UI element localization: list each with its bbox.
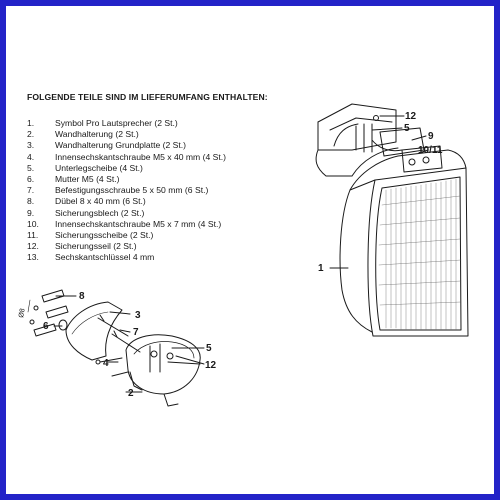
wall-mount-illustration bbox=[27, 289, 201, 407]
list-item: 13.Sechskantschlüssel 4 mm bbox=[27, 252, 155, 263]
speaker-illustration bbox=[315, 103, 469, 337]
callout-label: 5 bbox=[404, 123, 410, 134]
callout-label: 12 bbox=[405, 111, 417, 122]
list-item: 12.Sicherungsseil (2 St.) bbox=[27, 241, 137, 252]
callout-label: 10/11 bbox=[418, 145, 443, 156]
callout-label: 4 bbox=[103, 358, 109, 369]
list-item: 10.Innensechskantschraube M5 x 7 mm (4 S… bbox=[27, 218, 222, 229]
list-item: 6.Mutter M5 (4 St.) bbox=[27, 174, 120, 185]
callout-label: 6 bbox=[43, 321, 49, 332]
list-item: 7.Befestigungsschraube 5 x 50 mm (6 St.) bbox=[27, 185, 209, 196]
list-item: 8.Dübel 8 x 40 mm (6 St.) bbox=[27, 196, 146, 207]
parts-heading: FOLGENDE TEILE SIND IM LIEFERUMFANG ENTH… bbox=[27, 92, 268, 102]
callout-label: 7 bbox=[133, 327, 139, 338]
list-item: 11.Sicherungsscheibe (2 St.) bbox=[27, 230, 154, 241]
list-item: 1.Symbol Pro Lautsprecher (2 St.) bbox=[27, 118, 178, 128]
dimension-label: Ø8 bbox=[18, 308, 27, 319]
list-item: 2.Wandhalterung (2 St.) bbox=[27, 129, 139, 140]
callout-label: 9 bbox=[428, 131, 434, 142]
callout-label: 5 bbox=[206, 343, 212, 354]
callout-label: 12 bbox=[205, 360, 217, 371]
list-item: 3.Wandhalterung Grundplatte (2 St.) bbox=[27, 140, 187, 151]
list-item: 5.Unterlegscheibe (4 St.) bbox=[27, 162, 143, 173]
list-item: 9.Sicherungsblech (2 St.) bbox=[27, 207, 145, 218]
callout-label: 2 bbox=[128, 388, 134, 399]
list-item: 4.Innensechskantschraube M5 x 40 mm (4 S… bbox=[27, 151, 226, 162]
parts-list: 1.Symbol Pro Lautsprecher (2 St.) 2.Wand… bbox=[27, 118, 226, 264]
callout-label: 1 bbox=[318, 263, 324, 274]
callout-label: 8 bbox=[79, 291, 85, 302]
callout-label: 3 bbox=[135, 310, 141, 321]
